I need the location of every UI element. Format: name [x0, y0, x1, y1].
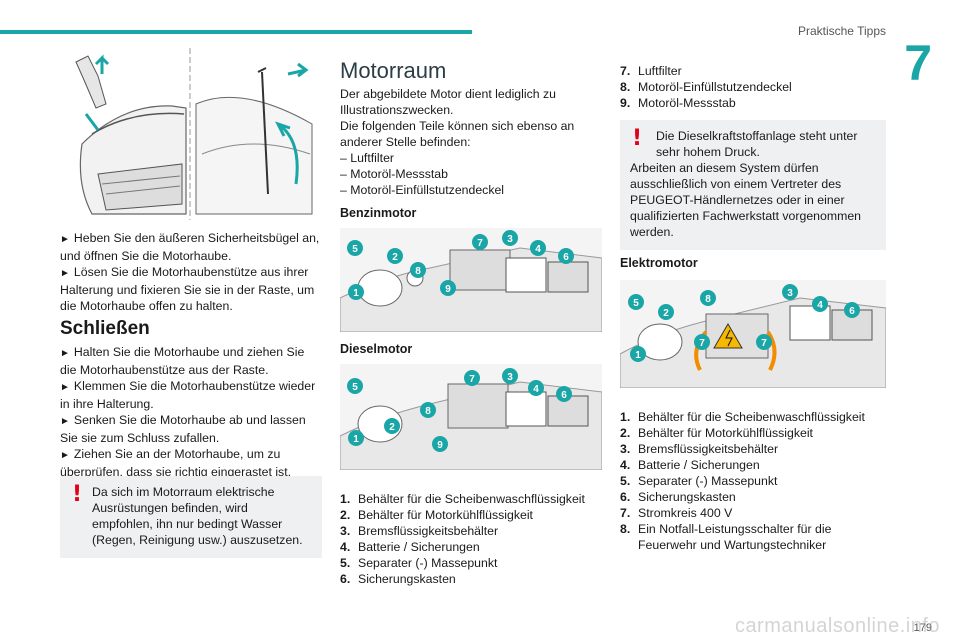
bullet-arrow-icon: ►	[60, 234, 70, 245]
list-item: 6.Sicherungskasten	[620, 490, 736, 504]
svg-text:1: 1	[635, 350, 641, 361]
close-heading: Schließen	[60, 318, 150, 339]
header-accent-bar	[0, 30, 472, 34]
svg-text:1: 1	[353, 288, 359, 299]
intro-line: – Motoröl-Einfüllstutzendeckel	[340, 183, 505, 197]
svg-text:8: 8	[415, 266, 421, 277]
bullet-arrow-icon: ►	[60, 450, 70, 461]
intro-line: – Luftfilter	[340, 151, 394, 165]
petrol-engine-illustration: 1 2 3 4 5 6 7 8 9	[339, 228, 603, 333]
exclamation-icon: !	[632, 126, 643, 151]
bullet-arrow-icon: ►	[60, 268, 70, 279]
warning-rest-text: Arbeiten an diesem System dürfen ausschl…	[630, 161, 862, 239]
svg-text:3: 3	[787, 288, 793, 299]
list-item: 3.Bremsflüssigkeitsbehälter	[620, 442, 779, 456]
svg-text:6: 6	[563, 252, 569, 263]
petrol-heading: Benzinmotor	[340, 206, 417, 220]
svg-text:3: 3	[507, 234, 513, 245]
svg-text:9: 9	[445, 284, 451, 295]
svg-text:6: 6	[849, 306, 855, 317]
hood-opening-illustration	[62, 44, 320, 224]
intro-line: Die folgenden Teile können sich ebenso a…	[340, 119, 575, 149]
intro-line: Der abgebildete Motor dient lediglich zu…	[340, 87, 557, 117]
list-item: 7.Stromkreis 400 V	[620, 506, 733, 520]
close-step-1: ►Halten Sie die Motorhaube und ziehen Si…	[60, 345, 305, 377]
page-number: 179	[913, 622, 932, 634]
list-item: 8.Motoröl-Einfüllstutzendeckel	[620, 80, 792, 94]
open-steps: ►Heben Sie den äußeren Sicherheitsbügel …	[60, 230, 322, 314]
close-step-2: ►Klemmen Sie die Motorhaubenstütze wiede…	[60, 379, 316, 411]
list-item: 5.Separater (-) Massepunkt	[620, 474, 778, 488]
close-steps: ►Halten Sie die Motorhaube und ziehen Si…	[60, 344, 322, 480]
open-step-1: ►Heben Sie den äußeren Sicherheitsbügel …	[60, 231, 320, 263]
warning-text: Da sich im Motorraum elektrische Ausrüst…	[92, 485, 303, 547]
svg-text:5: 5	[633, 298, 639, 309]
svg-text:8: 8	[705, 294, 711, 305]
list-item: 6.Sicherungskasten	[340, 572, 456, 586]
component-list-a: 1.Behälter für die Scheibenwaschflüssigk…	[340, 491, 602, 587]
svg-text:5: 5	[352, 382, 358, 393]
svg-text:7: 7	[469, 374, 475, 385]
diesel-pressure-warning-box: ! Die Dieselkraftstoffanlage steht unter…	[620, 120, 886, 250]
svg-text:9: 9	[437, 440, 443, 451]
list-item: 5.Separater (-) Massepunkt	[340, 556, 498, 570]
watermark: carmanualsonline.info	[734, 615, 940, 637]
warning-first-text: Die Dieselkraftstoffanlage steht unter s…	[656, 129, 858, 159]
section-title: Praktische Tipps	[797, 24, 886, 38]
list-item: 1.Behälter für die Scheibenwaschflüssigk…	[340, 492, 585, 506]
svg-text:4: 4	[533, 384, 539, 395]
electric-heading: Elektromotor	[620, 256, 698, 270]
bullet-arrow-icon: ►	[60, 348, 70, 359]
svg-text:1: 1	[353, 434, 359, 445]
svg-text:3: 3	[507, 372, 513, 383]
chapter-number: 7	[904, 35, 932, 91]
diesel-heading: Dieselmotor	[340, 342, 413, 356]
list-item: 4.Batterie / Sicherungen	[340, 540, 480, 554]
exclamation-icon: !	[72, 482, 83, 507]
component-list-b: 7.Luftfilter 8.Motoröl-Einfüllstutzendec…	[620, 63, 886, 111]
list-item: 3.Bremsflüssigkeitsbehälter	[340, 524, 499, 538]
svg-text:7: 7	[477, 238, 483, 249]
list-item: 2.Behälter für Motorkühlflüssigkeit	[620, 426, 813, 440]
svg-text:4: 4	[817, 300, 823, 311]
water-warning-box: ! Da sich im Motorraum elektrische Ausrü…	[60, 476, 322, 558]
open-step-2: ►Lösen Sie die Motorhaubenstütze aus ihr…	[60, 265, 315, 313]
svg-text:7: 7	[761, 338, 767, 349]
close-step-4: ►Ziehen Sie an der Motorhaube, um zu übe…	[60, 447, 292, 479]
intro-text: Der abgebildete Motor dient lediglich zu…	[340, 86, 602, 198]
svg-text:6: 6	[561, 390, 567, 401]
svg-text:2: 2	[392, 252, 398, 263]
svg-text:2: 2	[663, 308, 669, 319]
intro-line: – Motoröl-Messstab	[340, 167, 448, 181]
svg-text:7: 7	[699, 338, 705, 349]
diesel-engine-illustration: 1 2 3 4 5 6 7 8 9	[339, 364, 603, 471]
svg-text:5: 5	[352, 244, 358, 255]
svg-text:4: 4	[535, 244, 541, 255]
list-item: 4.Batterie / Sicherungen	[620, 458, 760, 472]
svg-text:8: 8	[425, 406, 431, 417]
close-step-3: ►Senken Sie die Motorhaube ab und lassen…	[60, 413, 306, 445]
electric-engine-illustration: 1 2 3 4 5 6 7 7 8	[619, 280, 887, 389]
list-item: 2.Behälter für Motorkühlflüssigkeit	[340, 508, 533, 522]
list-item: 7.Luftfilter	[620, 64, 682, 78]
list-item: 8.Ein Notfall-Leistungsschalter für die …	[620, 522, 832, 552]
component-list-c: 1.Behälter für die Scheibenwaschflüssigk…	[620, 409, 886, 553]
list-item: 1.Behälter für die Scheibenwaschflüssigk…	[620, 410, 865, 424]
bullet-arrow-icon: ►	[60, 416, 70, 427]
list-item: 9.Motoröl-Messstab	[620, 96, 736, 110]
bullet-arrow-icon: ►	[60, 382, 70, 393]
svg-text:2: 2	[389, 422, 395, 433]
page-title: Motorraum	[340, 58, 447, 83]
